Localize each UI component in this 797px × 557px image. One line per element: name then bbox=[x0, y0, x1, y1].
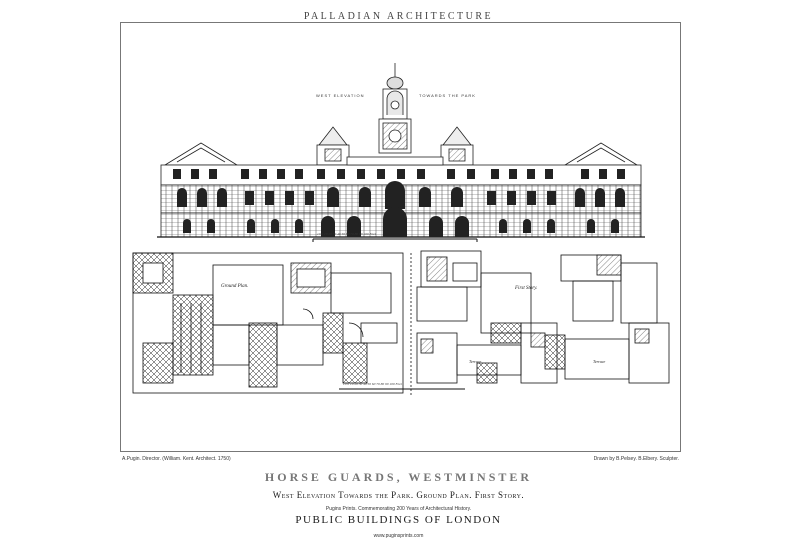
clock-tower bbox=[378, 63, 412, 154]
engraving-plate: WEST ELEVATION TOWARDS THE PARK bbox=[120, 22, 681, 452]
architectural-drawing: WEST ELEVATION TOWARDS THE PARK bbox=[132, 63, 670, 395]
series-title: PUBLIC BUILDINGS OF LONDON bbox=[295, 514, 502, 526]
ground-plan-label: Ground Plan. bbox=[221, 284, 248, 289]
terrace-label-right: Terrace bbox=[593, 359, 606, 364]
website-url: www.puginsprints.com bbox=[373, 533, 424, 539]
credit-right: Drawn by B.Pelsey. B.Elbery. Sculpter. bbox=[593, 456, 679, 462]
elevation-caption-left: WEST ELEVATION bbox=[316, 93, 364, 98]
terrace-label-left: Terrace bbox=[469, 359, 482, 364]
ground-plan: Ground Plan. 10 0 10 20 30 40 50 60 70 8… bbox=[132, 252, 465, 394]
elevation-scale-label: 10 0 10 20 30 40 50 60 70 80 90 100 Feet bbox=[317, 232, 377, 236]
plan-scale-bar: 10 0 10 20 30 40 50 60 70 80 90 100 Feet bbox=[339, 382, 465, 390]
top-title: PALLADIAN ARCHITECTURE bbox=[303, 11, 494, 22]
elevation-caption-right: TOWARDS THE PARK bbox=[419, 93, 476, 98]
west-elevation: WEST ELEVATION TOWARDS THE PARK bbox=[157, 63, 645, 242]
first-story-label: First Story. bbox=[514, 286, 538, 291]
elevation-scale-bar: 10 0 10 20 30 40 50 60 70 80 90 100 Feet bbox=[312, 232, 478, 242]
plate-note: Pugins Prints. Commemorating 200 Years o… bbox=[325, 506, 472, 512]
elevation-windows bbox=[173, 169, 625, 237]
roof-pavilions bbox=[316, 126, 474, 166]
first-story-plan: First Story. Terrace Terrace bbox=[410, 250, 670, 395]
plate-title: HORSE GUARDS, WESTMINSTER bbox=[264, 470, 533, 484]
credit-left: A.Pugin. Director. (William. Kent. Archi… bbox=[122, 456, 231, 462]
plate-subtitle: West Elevation Towards the Park. Ground … bbox=[272, 490, 525, 500]
plan-scale-label: 10 0 10 20 30 40 50 60 70 80 90 100 Feet bbox=[343, 382, 403, 386]
